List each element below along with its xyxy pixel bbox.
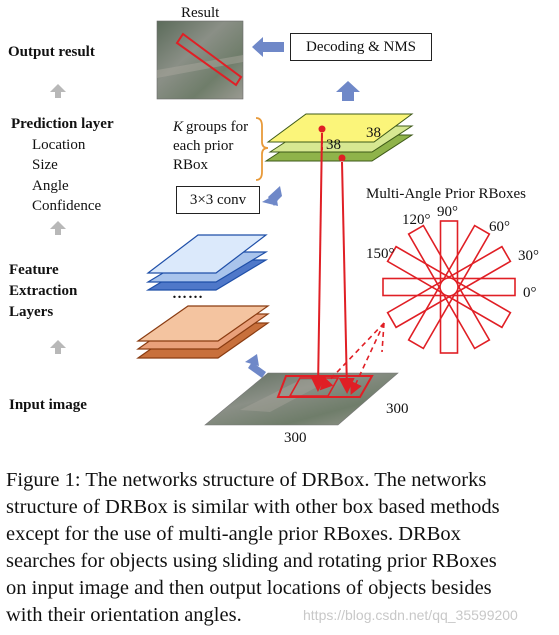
decoding-nms-box: Decoding & NMS: [290, 33, 432, 61]
label-k-groups-2: each prior: [173, 138, 234, 154]
arrow-decoding-to-result: [252, 37, 284, 57]
label-k-groups-3: RBox: [173, 157, 209, 173]
label-dim-38-left: 38: [326, 137, 341, 153]
caption-line: on input image and then output locations…: [6, 577, 492, 599]
multi-angle-prior-rboxes: [382, 220, 516, 354]
label-dots: ……: [172, 286, 204, 302]
input-rbox: [276, 375, 374, 398]
label-dim-38-right: 38: [366, 125, 381, 141]
caption-line: Figure 1: The networks structure of DRBo…: [6, 469, 487, 491]
result-rbox: [175, 32, 243, 87]
label-output-result: Output result: [8, 44, 95, 60]
caption-line: with their orientation angles.: [6, 604, 242, 626]
label-feature: Feature: [9, 262, 59, 278]
label-angle-120: 120°: [402, 212, 431, 228]
result-image: [156, 20, 244, 100]
label-multi-angle-title: Multi-Angle Prior RBoxes: [366, 186, 526, 202]
arrow-prediction-to-decoding: [336, 81, 360, 101]
label-input-image: Input image: [9, 397, 87, 413]
input-image: [204, 372, 399, 426]
label-layers: Layers: [9, 304, 54, 320]
label-angle-30: 30°: [518, 248, 539, 264]
arrow-conv-to-prediction: [262, 186, 282, 206]
label-prediction-layer: Prediction layer: [11, 116, 114, 132]
label-k-letter: K: [173, 119, 184, 135]
gray-up-arrow-top: [50, 84, 66, 98]
label-location: Location: [32, 137, 86, 153]
conv-label: 3×3 conv: [189, 192, 247, 208]
label-size: Size: [32, 157, 58, 173]
orange-feature-layers: [136, 305, 270, 359]
figure-caption: Figure 1: The networks structure of DRBo…: [6, 467, 554, 629]
decoding-nms-label: Decoding & NMS: [306, 39, 416, 55]
label-k-groups-1: groups for: [186, 119, 249, 135]
label-result: Result: [181, 5, 220, 21]
projection-lines: [310, 129, 355, 394]
label-dim-300-right: 300: [386, 401, 409, 417]
k-groups-brace: [255, 117, 269, 181]
conv-box: 3×3 conv: [176, 186, 260, 214]
blue-feature-layers: [145, 234, 269, 291]
watermark: https://blog.csdn.net/qq_35599200: [303, 607, 518, 623]
label-angle: Angle: [32, 178, 69, 194]
label-dim-300-bottom: 300: [284, 430, 307, 446]
caption-line: except for the use of multi-angle prior …: [6, 523, 461, 545]
label-angle-150: 150°: [366, 246, 395, 262]
gray-up-arrow-bottom: [50, 340, 66, 354]
label-angle-90: 90°: [437, 204, 458, 220]
label-angle-60: 60°: [489, 219, 510, 235]
caption-line: searches for objects using sliding and r…: [6, 550, 497, 572]
gray-up-arrow-mid: [50, 221, 66, 235]
caption-line: structure of DRBox is similar with other…: [6, 496, 500, 518]
arrow-input-to-features: [245, 354, 266, 378]
prediction-feature-stack: [264, 113, 414, 162]
label-extraction: Extraction: [9, 283, 78, 299]
label-angle-0: 0°: [523, 285, 537, 301]
dashed-prior-lines: [319, 322, 385, 395]
drbox-diagram: [50, 20, 516, 426]
label-confidence: Confidence: [32, 198, 102, 214]
